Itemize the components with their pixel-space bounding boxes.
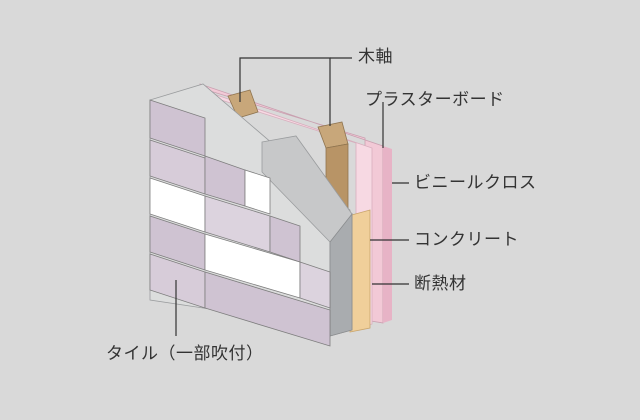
tile-label: タイル（一部吹付） bbox=[106, 344, 264, 364]
concrete-label: コンクリート bbox=[414, 230, 519, 250]
insulation-label: 断熱材 bbox=[414, 274, 467, 294]
wood-stud-label: 木軸 bbox=[358, 47, 393, 67]
leader-wood-stud bbox=[239, 57, 331, 126]
tile-face-layer bbox=[149, 99, 331, 347]
leader-lines bbox=[175, 57, 409, 336]
vinyl-cloth-label: ビニールクロス bbox=[414, 173, 537, 193]
plasterboard-label: プラスターボード bbox=[365, 90, 505, 110]
